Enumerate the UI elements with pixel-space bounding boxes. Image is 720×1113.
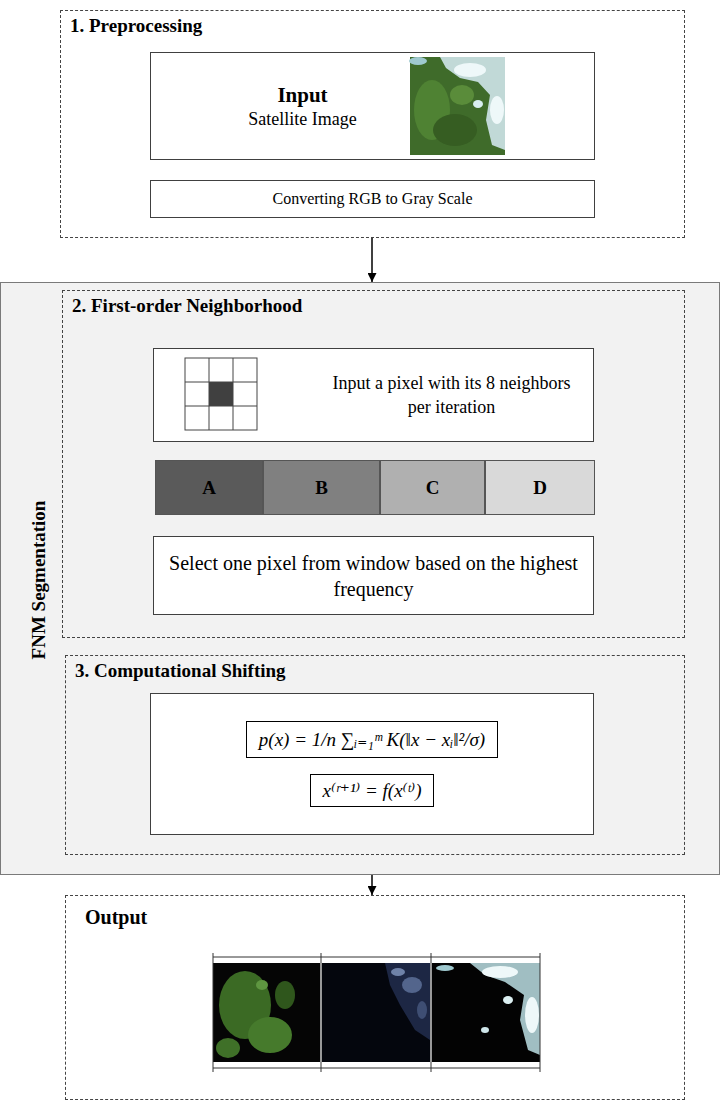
cloud-patch xyxy=(490,96,504,124)
cloud-area xyxy=(440,57,505,150)
section-band: FNM Segmentation 2. First-order Neighborh… xyxy=(0,282,720,875)
process-box: Select one pixel from window based on th… xyxy=(153,536,594,615)
cloud-patch xyxy=(409,57,427,65)
panel-title: FNM Segmentation xyxy=(24,283,52,876)
flow-arrow xyxy=(371,238,373,282)
box-text: Satellite Image xyxy=(248,108,356,131)
panel-title: 1. Preprocessing xyxy=(70,15,675,37)
cloud-area xyxy=(470,963,540,1055)
box-text: Select one pixel from window based on th… xyxy=(166,550,581,602)
grid-lines xyxy=(185,358,257,430)
land-patch xyxy=(433,114,477,146)
stage-panel: 3. Computational Shifting p(x) = 1/n ∑ᵢ₌₁… xyxy=(65,655,685,855)
land-area xyxy=(385,963,430,1040)
stage-panel: 1. PreprocessingInputSatellite ImageConv… xyxy=(60,10,685,238)
output-panel: Output xyxy=(65,895,685,1100)
land-patch xyxy=(450,85,474,105)
input-satellite-image xyxy=(409,57,505,155)
panel-title: 2. First-order Neighborhood xyxy=(72,295,675,317)
grid-outline xyxy=(185,358,257,430)
level-segment: D xyxy=(485,460,595,515)
land-spot xyxy=(391,968,405,976)
land-patch xyxy=(414,80,450,140)
land-spot xyxy=(402,977,422,993)
center-pixel xyxy=(209,382,233,406)
neighborhood-grid-icon xyxy=(185,358,257,430)
cloud-patch xyxy=(481,1027,489,1033)
output-image-land xyxy=(322,963,430,1062)
flow-arrow xyxy=(371,875,373,895)
process-box: Input a pixel with its 8 neighbors per i… xyxy=(153,348,594,442)
segment-label: A xyxy=(202,477,216,499)
cloud-patch xyxy=(436,965,454,971)
vegetation-patch xyxy=(275,981,295,1009)
process-box: InputSatellite Image xyxy=(150,52,595,160)
level-segment: A xyxy=(155,460,263,515)
cloud-patch xyxy=(454,63,486,77)
cloud-patch xyxy=(482,966,518,978)
level-segment: B xyxy=(263,460,380,515)
level-segment: C xyxy=(380,460,485,515)
formula-text: x⁽ʳ⁺¹⁾ = f(x⁽ᵗ⁾) xyxy=(310,774,435,807)
stage-panel: 2. First-order NeighborhoodInput a pixel… xyxy=(62,290,685,638)
box-text: Converting RGB to Gray Scale xyxy=(273,190,473,208)
box-text: Input xyxy=(277,82,327,108)
segment-label: C xyxy=(426,477,440,499)
cloud-patch xyxy=(473,100,483,108)
panel-title: Output xyxy=(75,900,675,929)
output-images xyxy=(213,953,540,1072)
image-ground xyxy=(410,57,505,155)
vegetation-patch xyxy=(216,1038,240,1058)
vegetation-patch xyxy=(256,980,268,990)
cloud-patch xyxy=(503,996,513,1004)
panel-title: 3. Computational Shifting xyxy=(75,660,675,682)
image-frame xyxy=(213,953,540,1072)
output-image-vegetation xyxy=(213,963,320,1062)
vegetation-patch xyxy=(248,1017,292,1053)
cloud-patch xyxy=(525,997,539,1033)
segment-label: B xyxy=(315,477,328,499)
output-image-cloud xyxy=(432,963,540,1062)
land-spot xyxy=(417,1001,427,1019)
box-text: Input a pixel with its 8 neighbors per i… xyxy=(322,371,581,420)
formula-text: p(x) = 1/n ∑ᵢ₌₁ᵐ K(‖x − xᵢ‖²/σ) xyxy=(246,721,498,758)
segment-label: D xyxy=(533,477,547,499)
vegetation-patch xyxy=(219,971,271,1039)
formula-box: p(x) = 1/n ∑ᵢ₌₁ᵐ K(‖x − xᵢ‖²/σ) x⁽ʳ⁺¹⁾ = … xyxy=(150,693,594,835)
process-box: Converting RGB to Gray Scale xyxy=(150,180,595,218)
